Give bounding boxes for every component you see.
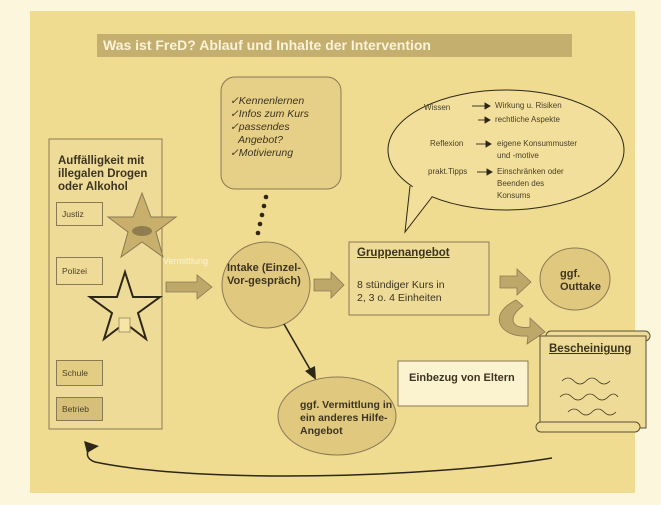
info-item: ✓passendes <box>230 121 290 133</box>
label-schule: Schule <box>56 360 103 386</box>
info-item: ✓Kennenlernen <box>230 95 305 107</box>
bescheinigung-scroll <box>539 335 647 429</box>
arrow-right-1 <box>165 274 213 300</box>
speech-label: prakt.Tipps <box>428 167 468 176</box>
info-item: ✓Infos zum Kurs <box>230 108 309 120</box>
signature-line-3 <box>567 408 617 416</box>
intake-info-bubble <box>220 76 342 190</box>
label-polizei: Polizei <box>56 257 103 285</box>
arrow-right-2 <box>313 271 345 299</box>
info-item: Angebot? <box>238 134 283 146</box>
eltern-box <box>397 360 529 407</box>
left-box-heading: Auffälligkeit mit illegalen Drogen oder … <box>58 155 148 193</box>
star-icon <box>106 191 178 259</box>
label-justiz: Justiz <box>56 202 103 226</box>
return-arrowhead <box>84 441 99 453</box>
info-item: ✓Motivierung <box>230 147 294 159</box>
vermittlung-label: Vermittlung <box>163 256 209 266</box>
signature-line-1 <box>561 377 611 385</box>
gruppenangebot-title: Gruppenangebot <box>357 247 450 259</box>
curved-arrow <box>498 299 546 345</box>
outtake-ellipse <box>539 247 611 311</box>
speech-value: rechtliche Aspekte <box>495 115 560 124</box>
speech-value: Konsums <box>497 191 531 200</box>
intake-label: Intake (Einzel-Vor-gespräch) <box>227 262 301 287</box>
page-title: Was ist FreD? Ablauf und Inhalte der Int… <box>103 37 431 53</box>
gruppenangebot-line2: 2, 3 o. 4 Einheiten <box>357 292 442 304</box>
gruppenangebot-box <box>348 241 490 316</box>
gruppenangebot-line1: 8 stündiger Kurs in <box>357 279 445 291</box>
return-curve <box>86 446 553 477</box>
speech-value: Einschränken oder <box>497 167 564 176</box>
intake-ellipse <box>221 241 311 329</box>
label-betrieb: Betrieb <box>56 397 103 421</box>
speech-value: eigene Konsummuster <box>497 139 578 148</box>
title-bar <box>97 34 572 57</box>
signature-line-2 <box>559 393 619 401</box>
bescheinigung-label: Bescheinigung <box>549 343 632 355</box>
speech-labels: Wissen <box>424 101 450 115</box>
vermittlung-ellipse <box>277 376 397 456</box>
speech-arrows <box>472 102 493 176</box>
arrow-down-right <box>305 366 316 380</box>
outtake-label: ggf. Outtake <box>560 268 601 293</box>
eltern-label: Einbezug von Eltern <box>409 372 515 384</box>
speech-bubble <box>387 89 625 211</box>
speech-value: und -motive <box>497 151 539 160</box>
glass-icon <box>118 317 131 333</box>
speech-label: Wissen <box>424 103 451 112</box>
speech-value: Beenden des <box>497 179 545 188</box>
intake-info-list: ✓Kennenlernen ✓Infos zum Kurs ✓passendes… <box>230 95 309 160</box>
speech-label: Reflexion <box>430 139 464 148</box>
vermittlung-anders-label: ggf. Vermittlung in ein anderes Hilfe-An… <box>300 399 393 437</box>
speech-value: Wirkung u. Risiken <box>495 101 562 110</box>
arrow-right-3 <box>499 268 532 296</box>
